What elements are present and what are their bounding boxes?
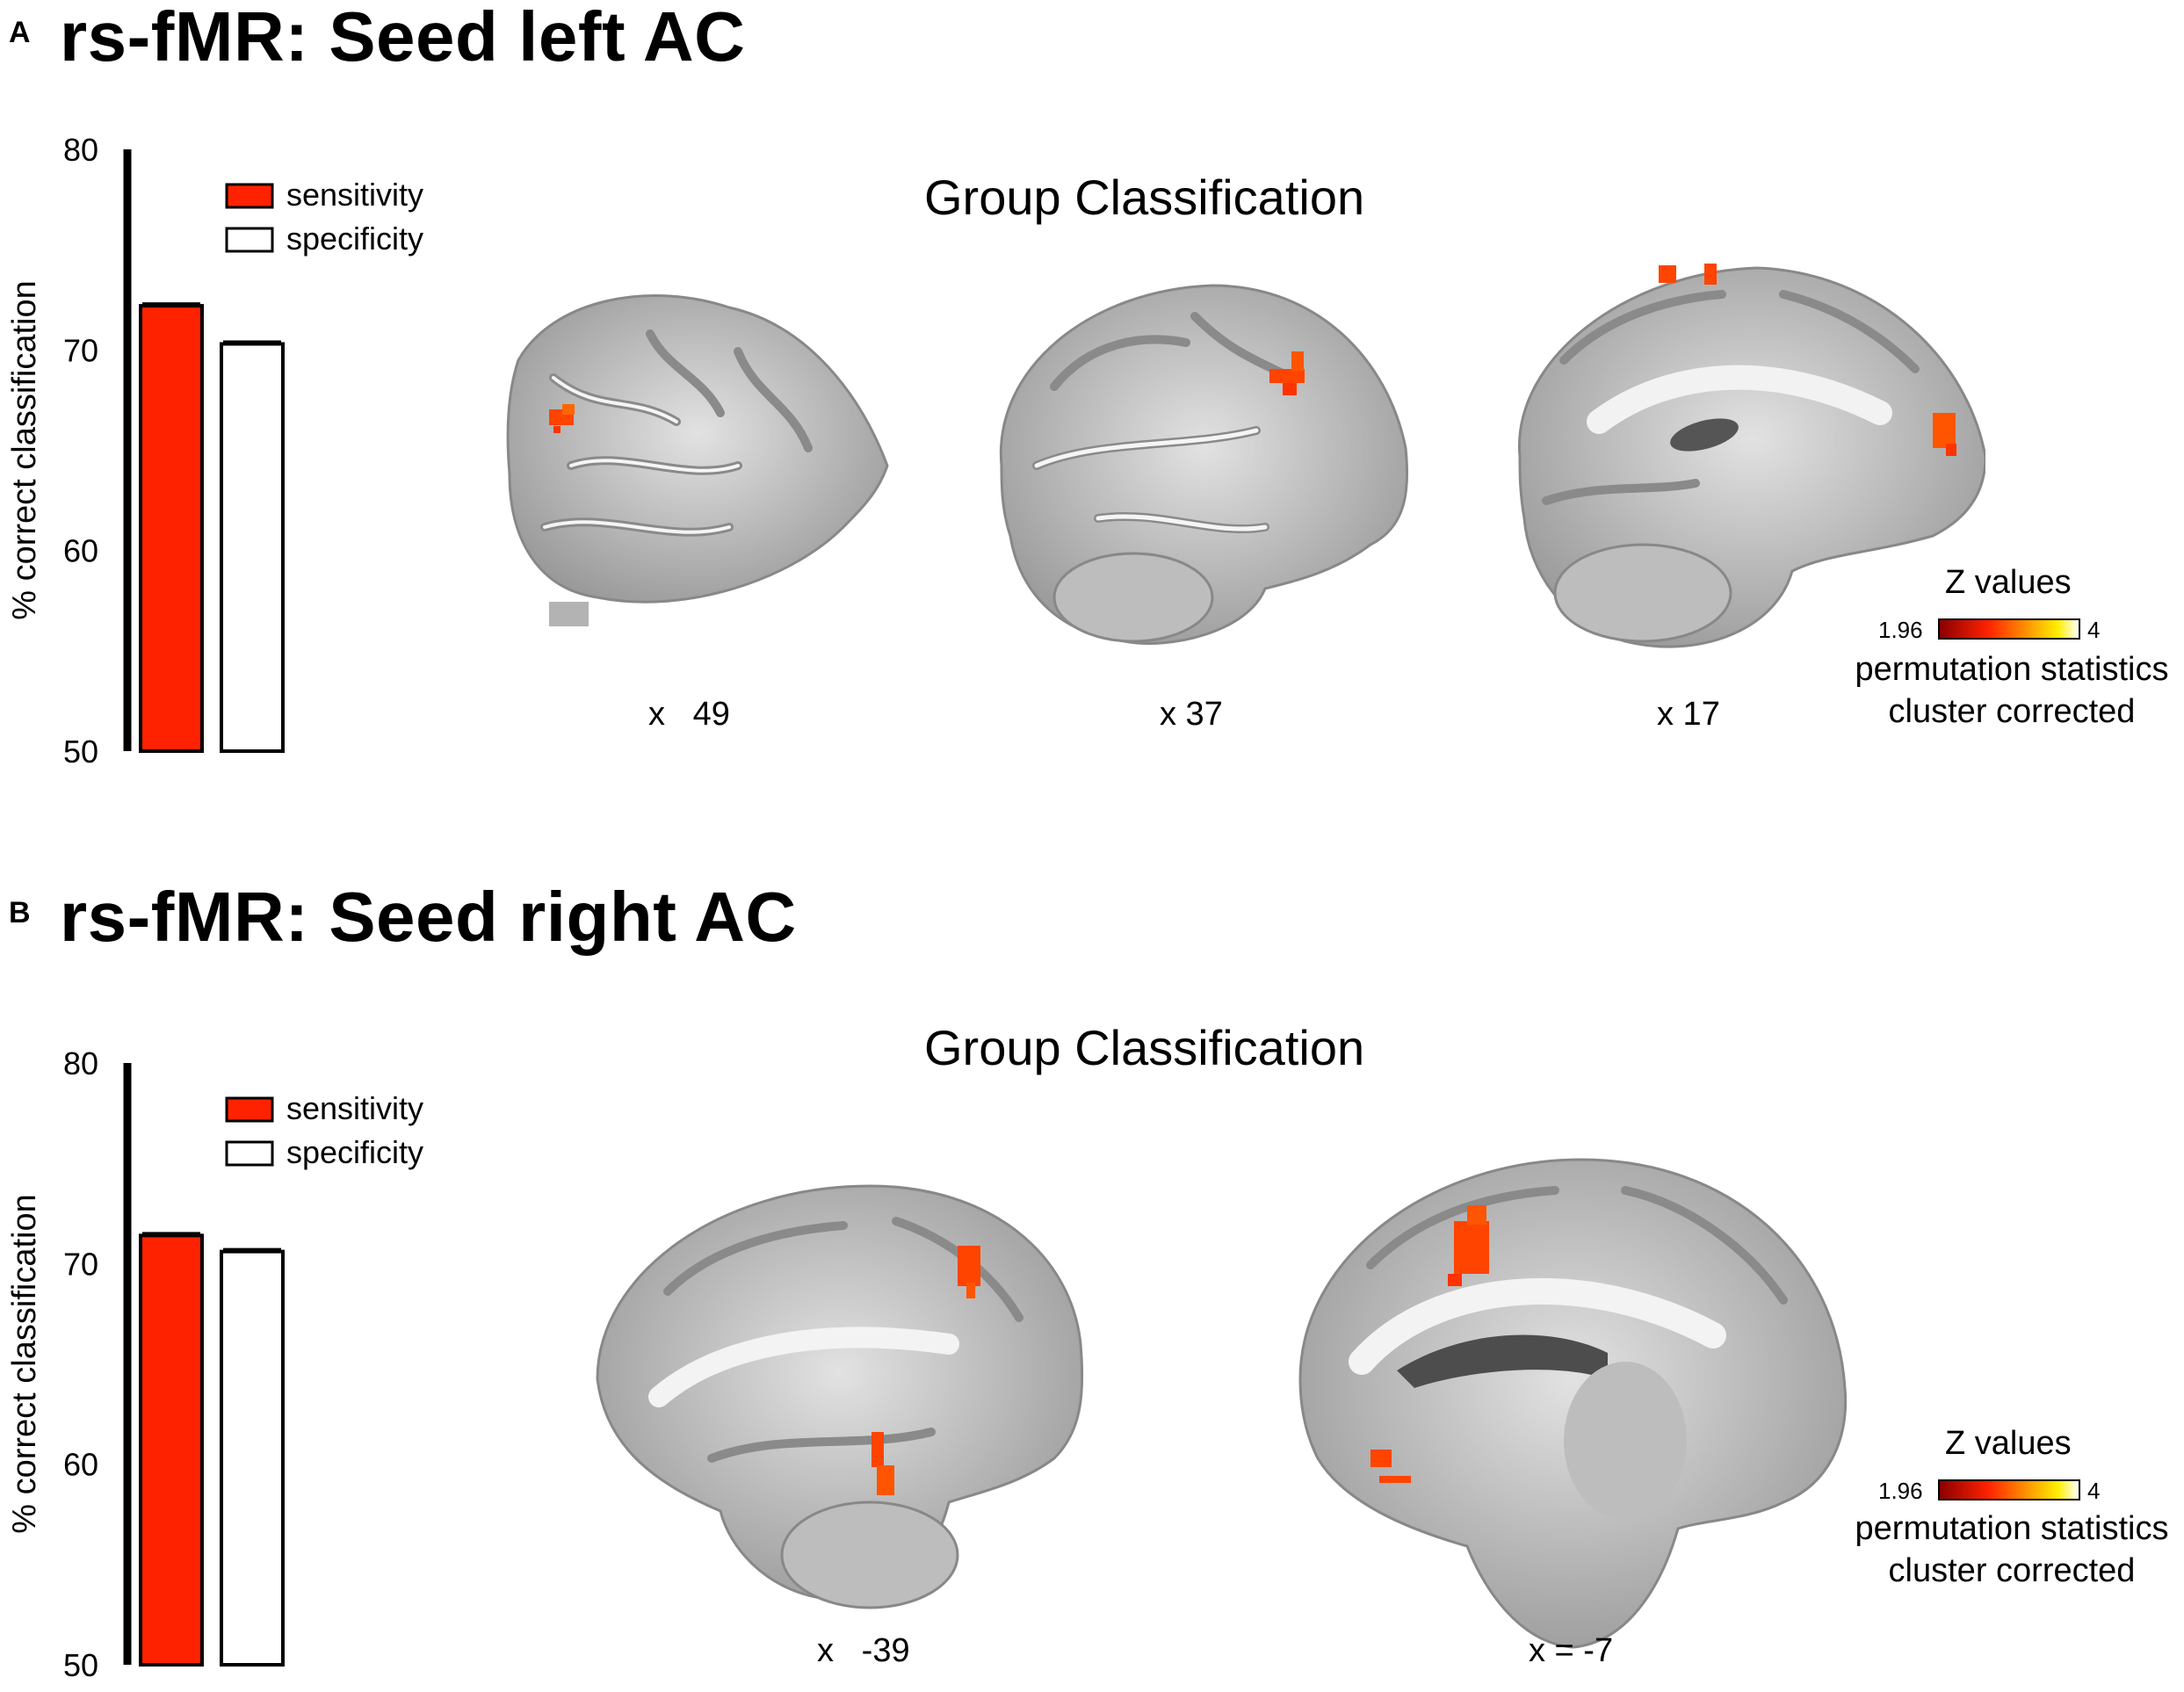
bar-sensitivity — [139, 1233, 204, 1667]
group-title-a: Group Classification — [924, 170, 1365, 225]
slice-coordinate-label: x 49 — [648, 696, 730, 733]
brain-slice-image — [596, 1184, 1084, 1609]
activation-cluster — [958, 1246, 980, 1286]
slice-coordinate-label: x 17 — [1657, 696, 1720, 733]
bar-specificity — [220, 1249, 285, 1667]
activation-cluster — [1659, 265, 1676, 283]
colorbar-min-label: 1.96 — [1878, 1478, 1923, 1504]
panel-title-a: rs-fMR: Seed left AC — [60, 0, 746, 76]
activation-cluster — [1269, 369, 1305, 383]
bar-chart-b: 50 60 70 80 % correct classification sensitiv… — [6, 1045, 423, 1683]
colorbar-caption-line: cluster corrected — [1888, 693, 2136, 730]
colorbar — [1938, 618, 2080, 640]
colorbar — [1938, 1479, 2080, 1500]
y-axis-label: % correct classification — [6, 280, 43, 619]
colorbar-max-label: 4 — [2087, 1478, 2101, 1504]
legend-label: specificity — [286, 221, 423, 257]
panel-letter-a: A — [9, 16, 31, 49]
legend-swatch — [225, 183, 274, 209]
panel-title-b: rs-fMR: Seed right AC — [60, 878, 797, 956]
brain-slice-image — [506, 294, 889, 626]
panel-letter-b: B — [9, 896, 31, 929]
colorbar-min-label: 1.96 — [1878, 617, 1923, 643]
legend-swatch — [225, 1140, 274, 1167]
colorbar-caption: permutation statistics cluster corrected — [1845, 648, 2179, 733]
legend-swatch — [225, 1096, 274, 1123]
legend-label: sensitivity — [286, 1090, 423, 1126]
y-tick-label: 60 — [63, 533, 98, 569]
legend-swatch — [225, 227, 274, 253]
bar-specificity — [220, 342, 285, 753]
colorbar-caption: permutation statistics cluster corrected — [1845, 1508, 2179, 1592]
activation-cluster — [1454, 1221, 1489, 1274]
y-tick-label: 60 — [63, 1447, 98, 1483]
legend-label: sensitivity — [286, 177, 423, 213]
slice-coordinate-label: x 37 — [1160, 696, 1223, 733]
bar-chart-a: 50 60 70 80 % correct classification sensitiv… — [6, 132, 423, 770]
slice-coordinate-label: x = -7 — [1529, 1632, 1614, 1669]
brain-slice-image — [999, 284, 1409, 645]
brain-slice-image — [1298, 1158, 1848, 1649]
y-tick-label: 50 — [63, 1647, 98, 1683]
colorbar-caption-line: permutation statistics — [1855, 1510, 2169, 1547]
slice-coordinate-label: x -39 — [817, 1632, 910, 1669]
colorbar-title: Z values — [1945, 564, 2072, 601]
legend-label: specificity — [286, 1134, 423, 1170]
y-tick-label: 70 — [63, 1246, 98, 1282]
colorbar-caption-line: cluster corrected — [1888, 1552, 2136, 1589]
group-title-b: Group Classification — [924, 1020, 1365, 1075]
y-tick-label: 80 — [63, 132, 98, 168]
y-axis-label: % correct classification — [6, 1194, 43, 1533]
bar-sensitivity — [139, 304, 204, 753]
y-tick-label: 50 — [63, 734, 98, 770]
brain-slice-image — [1518, 264, 1985, 648]
colorbar-caption-line: permutation statistics — [1855, 651, 2169, 688]
colorbar-title: Z values — [1945, 1425, 2072, 1462]
colorbar-max-label: 4 — [2087, 617, 2101, 643]
y-tick-label: 80 — [63, 1045, 98, 1081]
y-tick-label: 70 — [63, 332, 98, 368]
